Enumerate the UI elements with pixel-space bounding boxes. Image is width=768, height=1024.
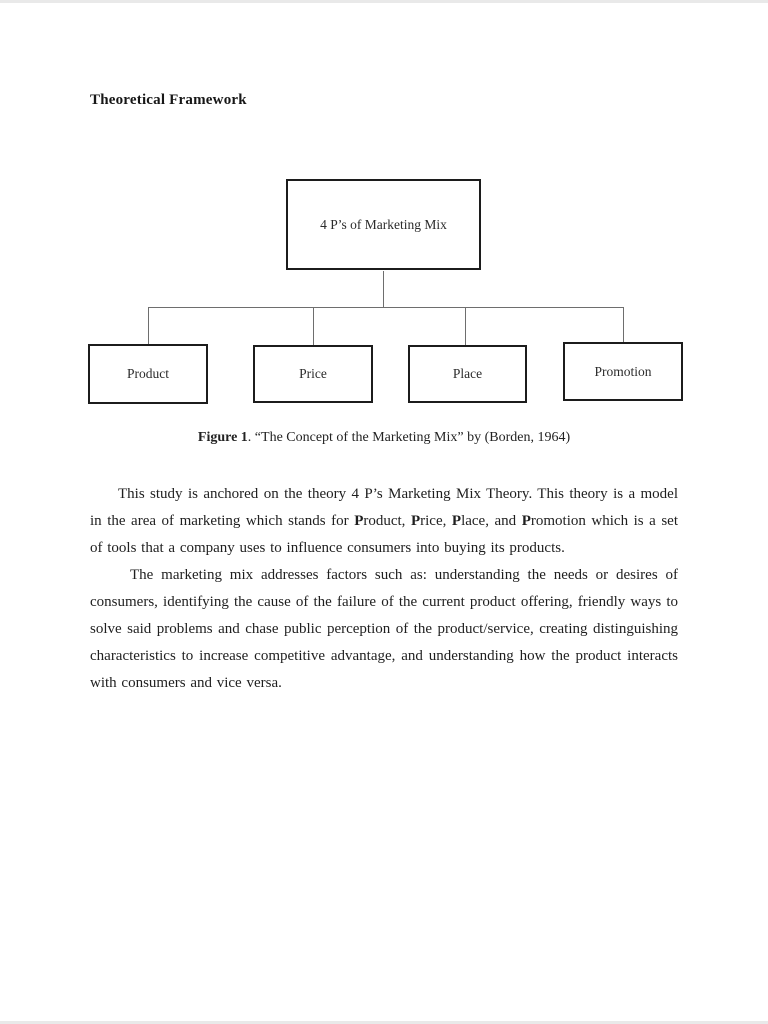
page-edge-top <box>0 0 768 3</box>
connector-drop-promotion <box>623 308 624 342</box>
diagram-box-product: Product <box>88 344 208 404</box>
figure-caption: Figure 1. “The Concept of the Marketing … <box>0 430 768 446</box>
figure-caption-text: . “The Concept of the Marketing Mix” by … <box>247 430 571 445</box>
connector-horizontal-rail <box>148 307 624 308</box>
page-edge-bottom <box>0 1021 768 1024</box>
diagram-root-box: 4 P’s of Marketing Mix <box>286 179 481 270</box>
connector-drop-place <box>465 308 466 345</box>
diagram-box-price: Price <box>253 345 373 403</box>
diagram-box-place: Place <box>408 345 527 403</box>
paragraph-theory-anchor: This study is anchored on the theory 4 P… <box>90 486 678 556</box>
diagram-box-promotion: Promotion <box>563 342 683 401</box>
connector-drop-price <box>313 308 314 345</box>
body-text-block: This study is anchored on the theory 4 P… <box>90 481 678 697</box>
connector-root-stub <box>383 271 384 307</box>
figure-caption-label: Figure 1 <box>197 430 248 445</box>
section-heading: Theoretical Framework <box>90 92 247 108</box>
connector-drop-product <box>148 308 149 344</box>
paragraph-marketing-mix-factors: The marketing mix addresses factors such… <box>90 567 678 691</box>
